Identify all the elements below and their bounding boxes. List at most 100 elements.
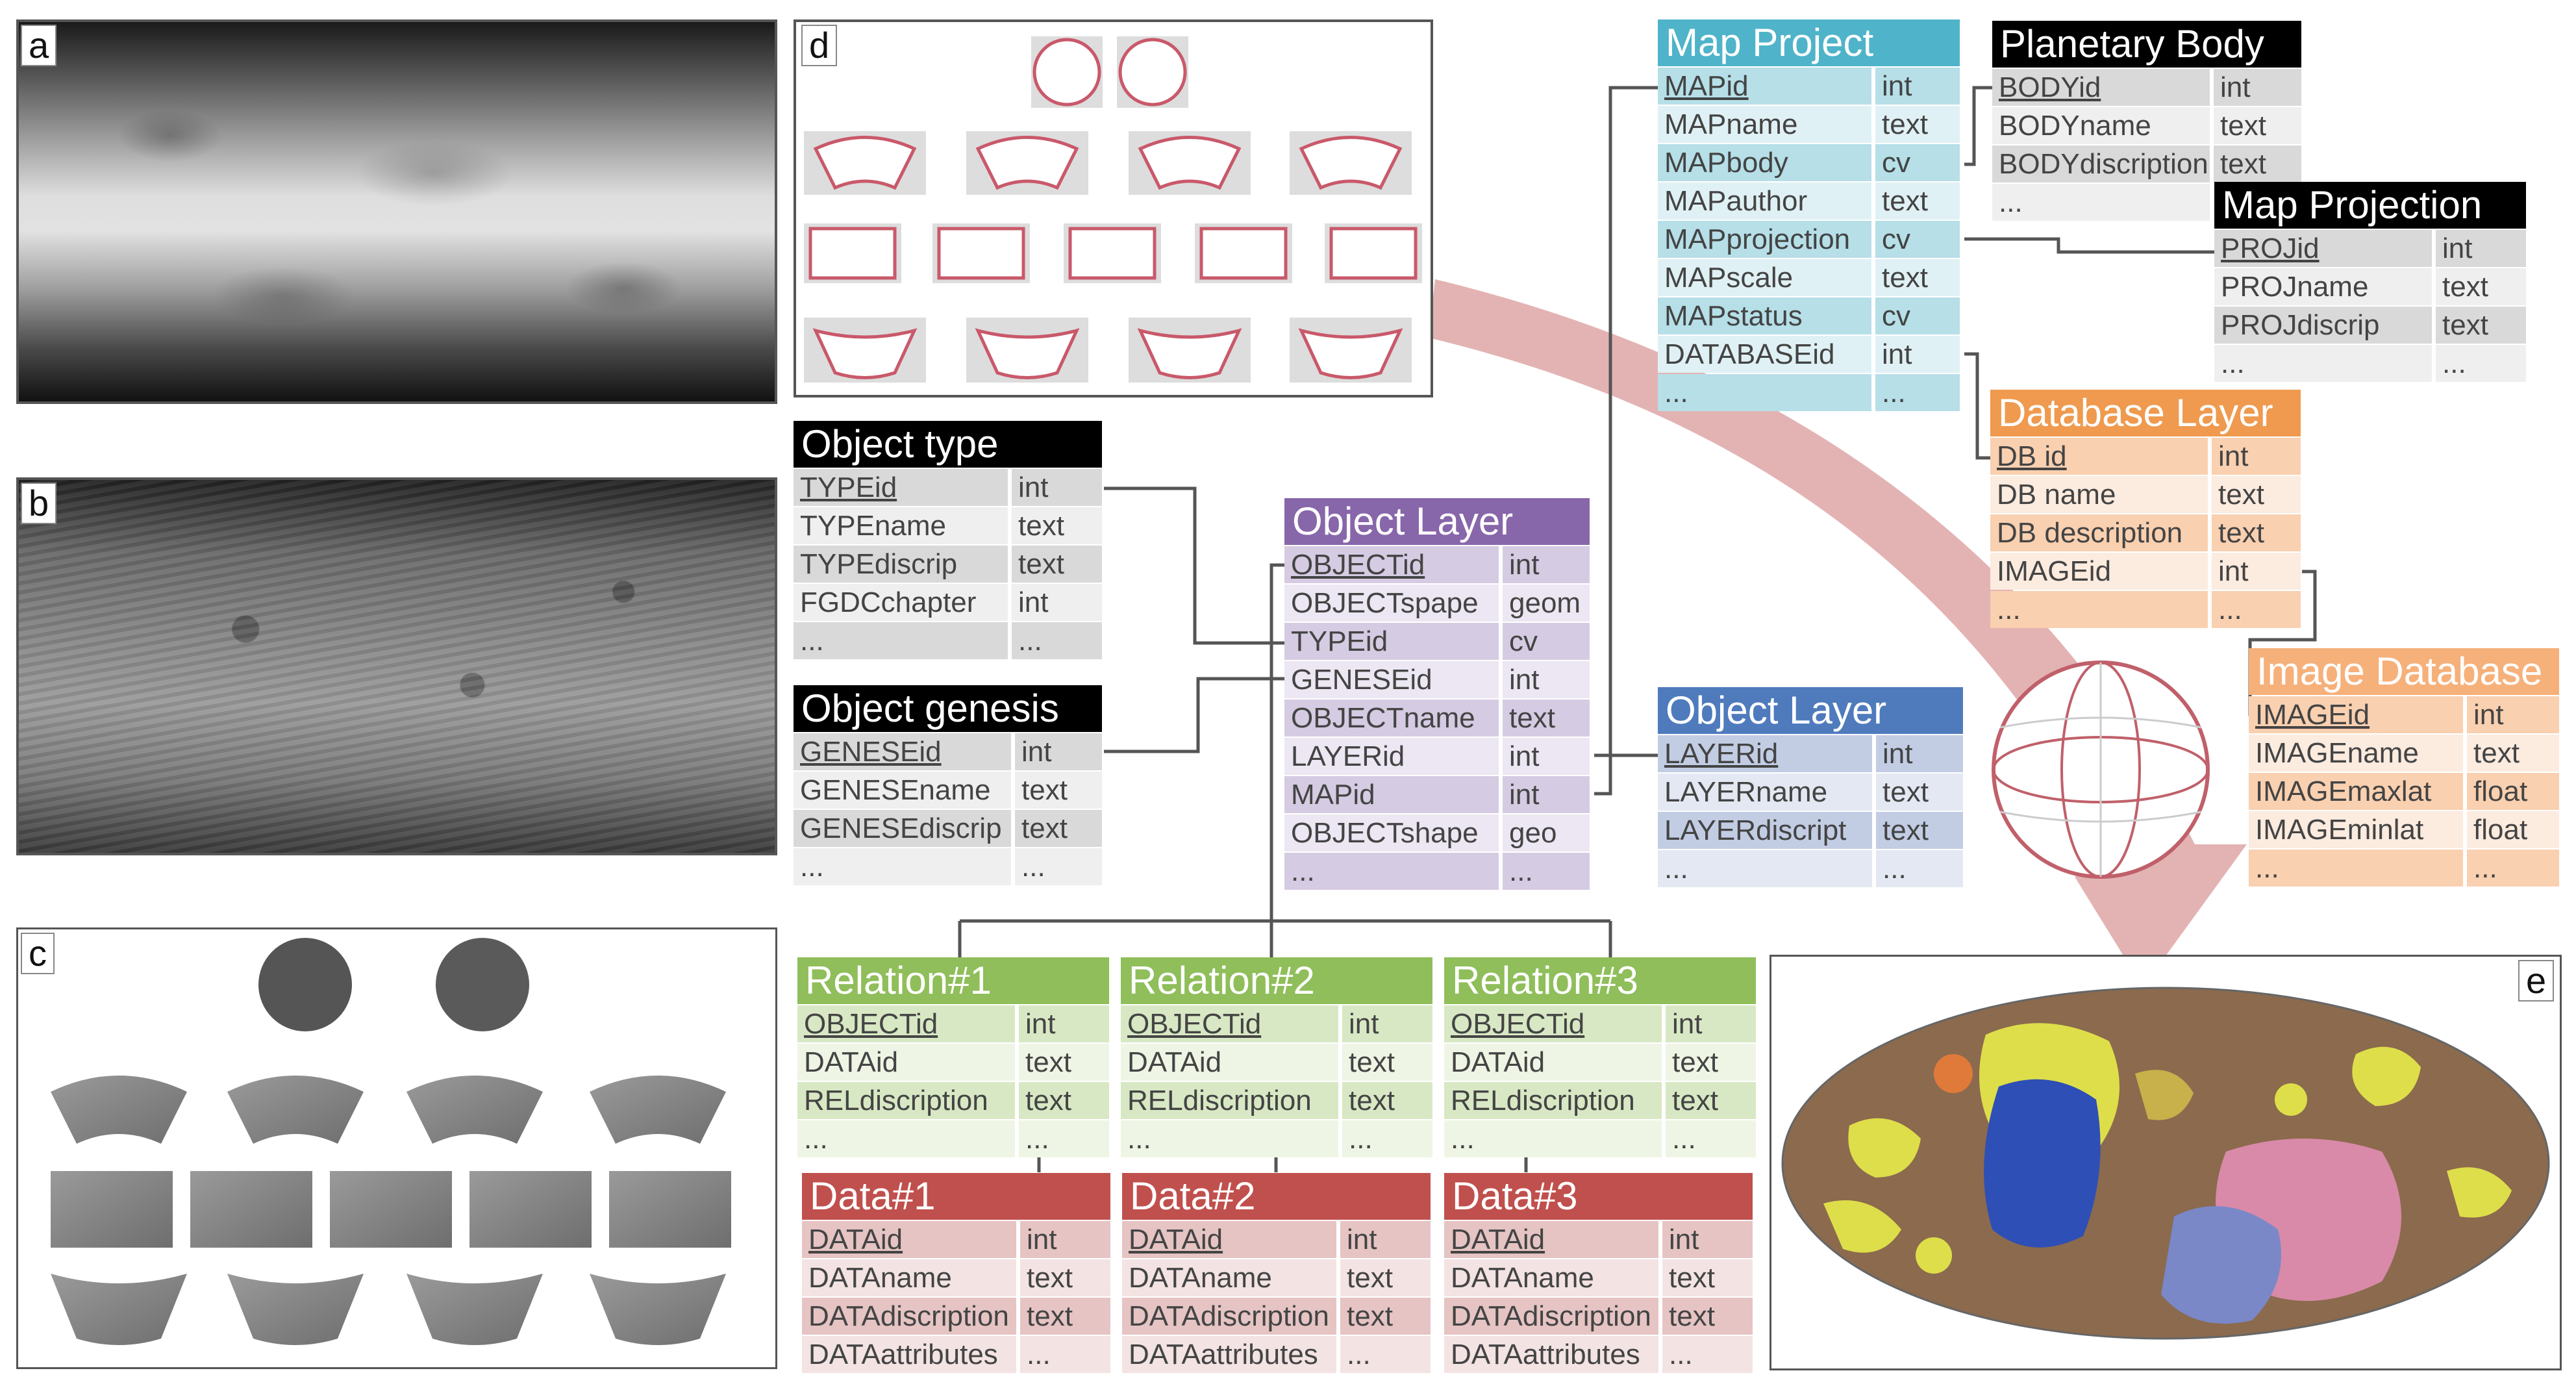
- field-type: text: [1875, 259, 1960, 296]
- field-name: MAPname: [1658, 106, 1871, 143]
- table-header: Object genesis: [794, 685, 1102, 732]
- field-type: int: [2212, 553, 2301, 590]
- field-type: int: [1666, 1005, 1756, 1042]
- field-type: text: [1876, 774, 1963, 811]
- field-name: MAPstatus: [1658, 297, 1871, 334]
- field-type: ...: [1342, 1120, 1432, 1157]
- field-name: OBJECTshape: [1284, 814, 1499, 851]
- table-header: Object Layer: [1658, 687, 1963, 734]
- flow-arrow: [1429, 279, 2247, 987]
- relief-map: [19, 480, 775, 853]
- field-name: BODYname: [1992, 107, 2210, 144]
- table-row: ......: [794, 848, 1102, 885]
- table-row: ......: [2249, 850, 2559, 887]
- field-name: LAYERname: [1658, 774, 1872, 811]
- table-header: Data#1: [802, 1173, 1110, 1220]
- table-row: ......: [797, 1120, 1109, 1157]
- field-name: ...: [1121, 1120, 1338, 1157]
- field-name: ...: [1658, 374, 1871, 411]
- field-type: int: [1876, 735, 1963, 772]
- field-name: DATAid: [1121, 1044, 1338, 1081]
- field-name: DATAname: [1122, 1259, 1336, 1296]
- table-row: ......: [1284, 853, 1590, 890]
- field-type: float: [2467, 773, 2559, 810]
- field-name: ...: [2214, 345, 2432, 382]
- field-name: FGDCchapter: [794, 584, 1008, 621]
- field-name: MAPid: [1284, 776, 1499, 813]
- field-name: TYPEid: [1284, 623, 1499, 660]
- table-row: ......: [1658, 374, 1960, 411]
- field-name: OBJECTname: [1284, 699, 1499, 737]
- field-name: DATAdiscription: [1444, 1298, 1658, 1335]
- field-name: ...: [1992, 184, 2210, 221]
- field-name: DATAid: [1122, 1221, 1336, 1258]
- field-type: text: [2214, 107, 2301, 144]
- field-type: ...: [1020, 1336, 1110, 1373]
- table-header: Relation#1: [797, 957, 1109, 1004]
- field-type: int: [1875, 68, 1960, 105]
- field-type: int: [1503, 776, 1590, 813]
- field-name: DATAdiscription: [1122, 1298, 1336, 1335]
- field-name: TYPEid: [794, 469, 1008, 506]
- table-row: ......: [1658, 850, 1963, 887]
- field-type: int: [2436, 230, 2526, 267]
- field-type: int: [1503, 546, 1590, 583]
- table-header: Relation#3: [1444, 957, 1756, 1004]
- table-header: Database Layer: [1990, 390, 2301, 436]
- field-type: int: [2212, 438, 2301, 475]
- field-name: DATAid: [1444, 1044, 1662, 1081]
- table-row: DATAattributes...: [1122, 1336, 1431, 1373]
- field-name: MAPscale: [1658, 259, 1871, 296]
- field-name: OBJECTid: [797, 1005, 1015, 1042]
- field-type: ...: [1015, 848, 1102, 885]
- field-name: BODYdiscription: [1992, 145, 2210, 183]
- field-type: text: [1012, 546, 1102, 583]
- field-name: DATABASEid: [1658, 336, 1871, 373]
- field-name: IMAGEid: [1990, 553, 2208, 590]
- field-type: ...: [2212, 591, 2301, 628]
- field-name: GENESEid: [1284, 661, 1499, 698]
- field-name: BODYid: [1992, 69, 2210, 106]
- field-type: text: [1503, 699, 1590, 737]
- field-name: DATAattributes: [802, 1336, 1016, 1373]
- field-type: int: [1015, 733, 1102, 770]
- field-type: ...: [1503, 853, 1590, 890]
- field-type: text: [1340, 1259, 1431, 1296]
- field-name: MAPprojection: [1658, 221, 1871, 258]
- field-name: MAPid: [1658, 68, 1871, 105]
- field-name: PROJdiscrip: [2214, 307, 2432, 344]
- field-name: TYPEname: [794, 507, 1008, 544]
- globe-icon: [1992, 661, 2210, 879]
